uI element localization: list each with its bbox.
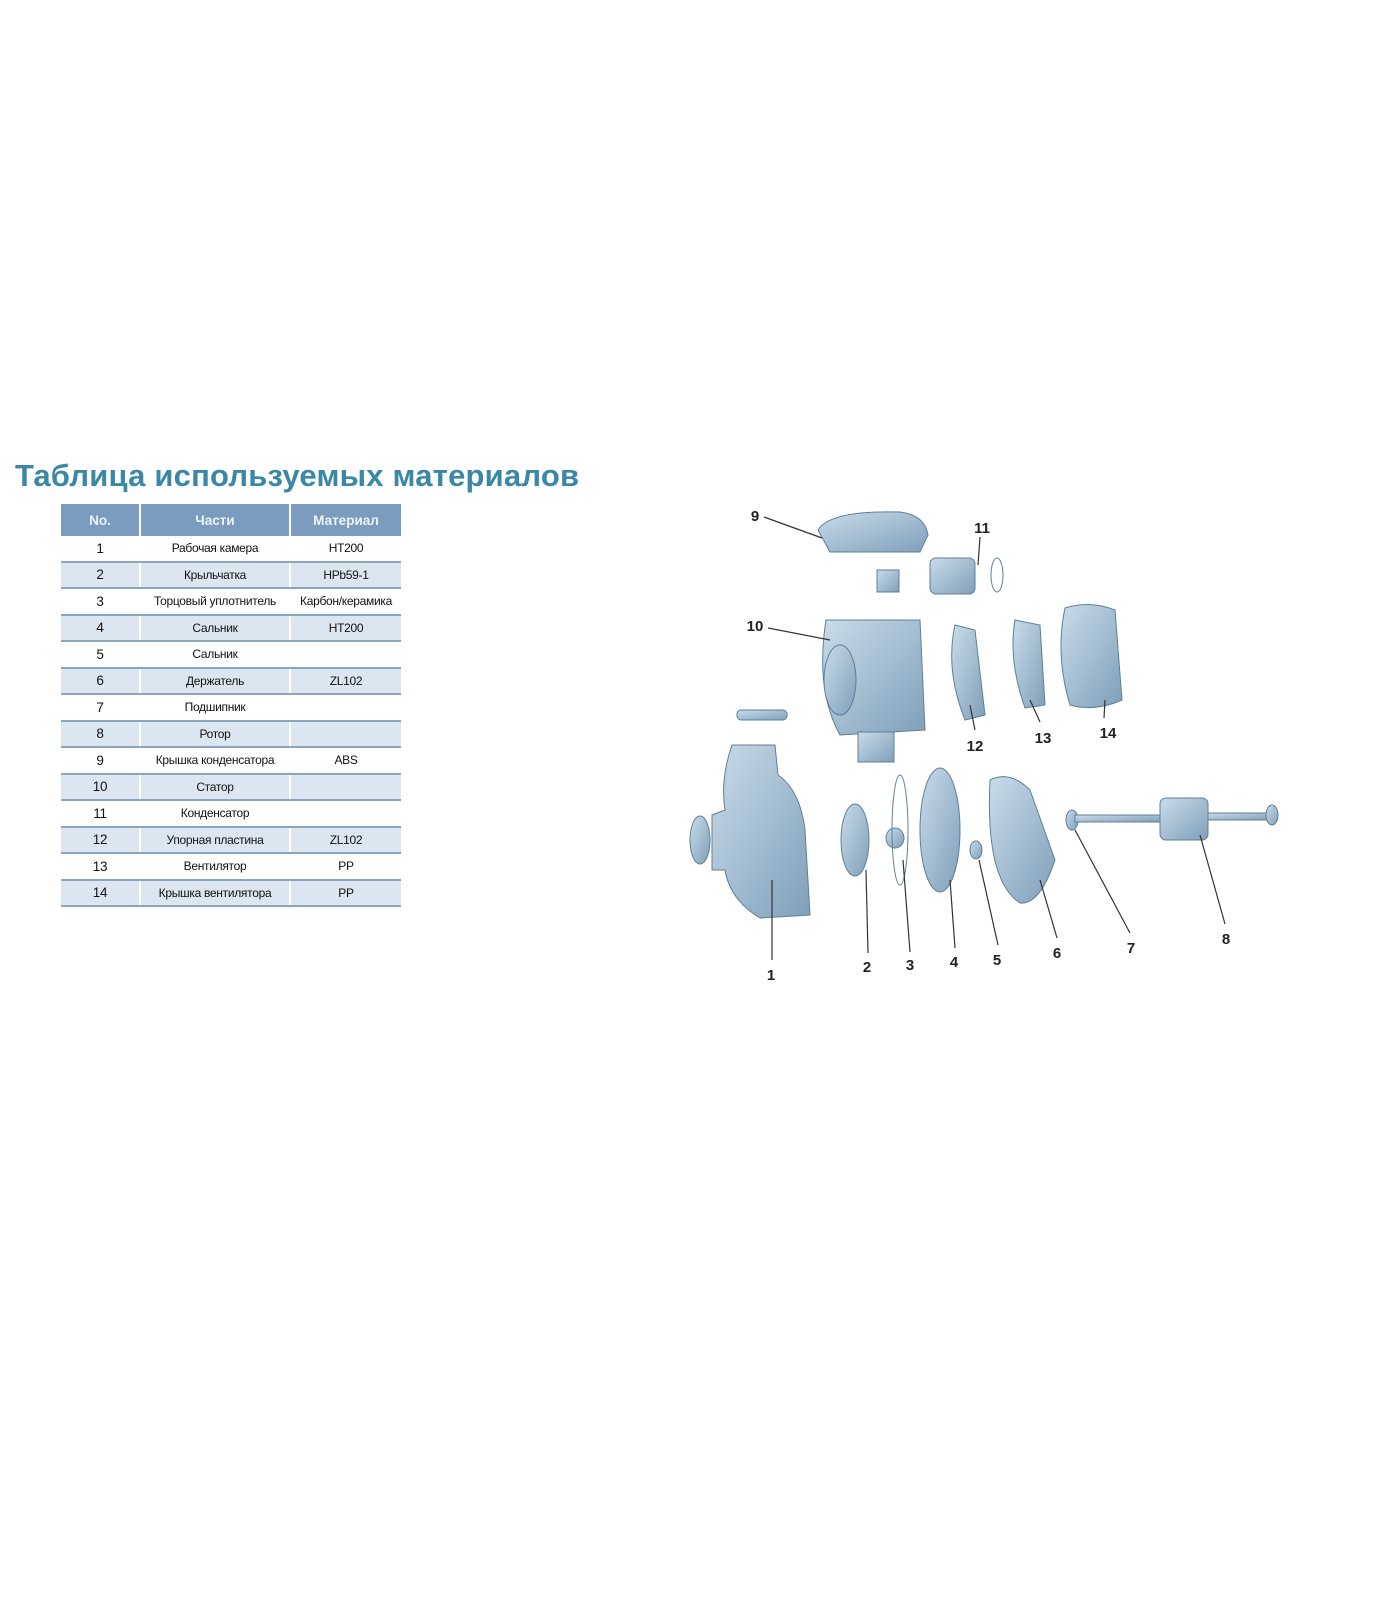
part-material: ABS (290, 747, 401, 775)
part-callout-11: 11 (974, 520, 990, 537)
row-number: 3 (61, 588, 141, 616)
part-material: PP (290, 879, 401, 907)
row-number: 10 (61, 773, 141, 801)
part-name: Вентилятор (140, 853, 291, 881)
thrust-plate-shape (951, 624, 986, 721)
part-callout-8: 8 (1222, 931, 1230, 948)
part-material (290, 773, 401, 801)
part-name: Сальник (140, 641, 291, 669)
row-number: 1 (61, 536, 141, 563)
holder-shape (988, 776, 1056, 904)
row-number: 8 (61, 720, 141, 748)
rotor-shape (1159, 797, 1209, 841)
part-material (290, 641, 401, 669)
part-name: Торцовый уплотнитель (140, 588, 291, 616)
part-material (290, 694, 401, 722)
part-name: Крыльчатка (140, 561, 291, 589)
part-callout-5: 5 (993, 952, 1001, 969)
row-number: 14 (61, 879, 141, 907)
table-header-row: No. Части Материал (61, 504, 401, 536)
part-material: ZL102 (290, 826, 401, 854)
part-name: Подшипник (140, 694, 291, 722)
row-number: 2 (61, 561, 141, 589)
part-callout-9: 9 (751, 508, 759, 525)
part-material: HT200 (290, 536, 401, 563)
part-name: Крышка конденсатора (140, 747, 291, 775)
part-name: Ротор (140, 720, 291, 748)
page-title: Таблица используемых материалов (15, 458, 580, 493)
row-number: 9 (61, 747, 141, 775)
part-callout-12: 12 (967, 738, 984, 755)
part-callout-10: 10 (747, 618, 764, 635)
capacitor-cover-shape (817, 511, 929, 553)
part-name: Держатель (140, 667, 291, 695)
part-callout-1: 1 (767, 967, 775, 984)
row-number: 4 (61, 614, 141, 642)
fan-cover-shape (1060, 604, 1123, 709)
row-number: 6 (61, 667, 141, 695)
part-name: Рабочая камера (140, 536, 291, 563)
fan-shape (1012, 619, 1046, 709)
row-number: 12 (61, 826, 141, 854)
part-name: Крышка вентилятора (140, 879, 291, 907)
row-number: 5 (61, 641, 141, 669)
part-callout-3: 3 (906, 957, 914, 974)
part-callout-7: 7 (1127, 940, 1135, 957)
part-material: HPb59-1 (290, 561, 401, 589)
row-number: 11 (61, 800, 141, 828)
part-callout-6: 6 (1053, 945, 1061, 962)
part-name: Сальник (140, 614, 291, 642)
part-material: PP (290, 853, 401, 881)
part-material (290, 800, 401, 828)
part-name: Конденсатор (140, 800, 291, 828)
header-material: Материал (290, 504, 401, 536)
part-name: Упорная пластина (140, 826, 291, 854)
part-name: Статор (140, 773, 291, 801)
part-callout-14: 14 (1100, 725, 1117, 742)
pump-chamber-shape (711, 744, 811, 919)
part-material: HT200 (290, 614, 401, 642)
header-no: No. (61, 504, 141, 536)
row-number: 7 (61, 694, 141, 722)
row-number: 13 (61, 853, 141, 881)
part-material: ZL102 (290, 667, 401, 695)
capacitor-shape (929, 557, 976, 595)
part-material (290, 720, 401, 748)
part-material: Карбон/керамика (290, 588, 401, 616)
header-parts: Части (140, 504, 291, 536)
part-callout-13: 13 (1035, 730, 1052, 747)
part-callout-2: 2 (863, 959, 871, 976)
part-callout-4: 4 (950, 954, 959, 971)
